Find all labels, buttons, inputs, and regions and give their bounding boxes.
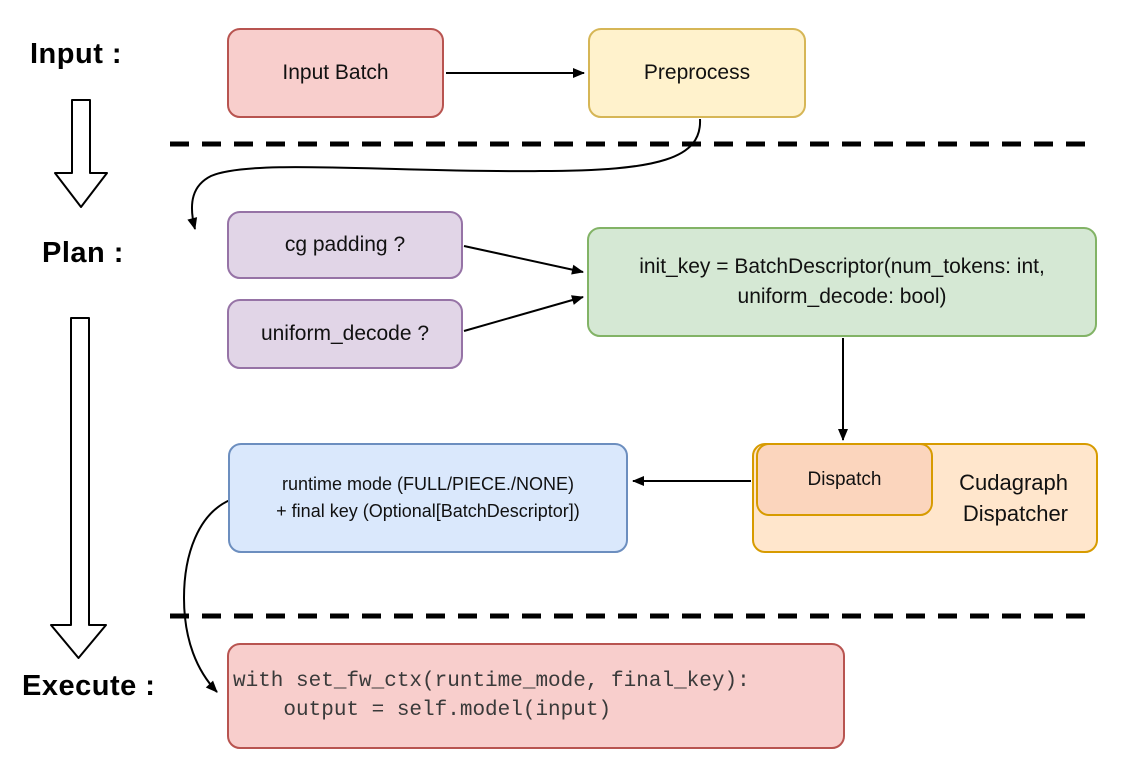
stage-arrow-input-to-plan bbox=[54, 99, 108, 208]
node-cudagraph-dispatcher-line1: Cudagraph bbox=[959, 470, 1068, 495]
stage-arrow-plan-to-execute bbox=[50, 317, 107, 659]
arrow-uniformdecode-to-initkey bbox=[463, 295, 584, 332]
node-execute-code-line2: output = self.model(input) bbox=[233, 699, 612, 722]
node-cg-padding-label: cg padding ? bbox=[284, 233, 406, 256]
node-init-key: init_key = BatchDescriptor(num_tokens: i… bbox=[587, 227, 1097, 337]
node-uniform-decode-label: uniform_decode ? bbox=[260, 322, 430, 345]
stage-label-input: Input : bbox=[30, 38, 123, 70]
node-runtime-mode-line2: + final key (Optional[BatchDescriptor]) bbox=[276, 501, 580, 521]
node-execute-code-line1: with set_fw_ctx(runtime_mode, final_key)… bbox=[233, 670, 750, 693]
node-input-batch: Input Batch bbox=[227, 28, 444, 118]
node-runtime-mode: runtime mode (FULL/PIECE./NONE) + final … bbox=[228, 443, 628, 553]
node-init-key-line1: init_key = BatchDescriptor(num_tokens: i… bbox=[639, 255, 1045, 278]
node-uniform-decode: uniform_decode ? bbox=[227, 299, 463, 369]
node-runtime-mode-line1: runtime mode (FULL/PIECE./NONE) bbox=[281, 474, 575, 494]
node-preprocess-label: Preprocess bbox=[643, 61, 751, 84]
arrow-runtimemode-to-executecode bbox=[182, 499, 231, 693]
node-dispatch-label: Dispatch bbox=[807, 468, 882, 490]
node-cudagraph-dispatcher-line2: Dispatcher bbox=[962, 501, 1068, 526]
arrow-cgpadding-to-initkey bbox=[463, 245, 584, 275]
arrow-preprocess-to-cgpadding bbox=[187, 118, 702, 230]
node-cg-padding: cg padding ? bbox=[227, 211, 463, 279]
node-preprocess: Preprocess bbox=[588, 28, 806, 118]
node-execute-code: with set_fw_ctx(runtime_mode, final_key)… bbox=[227, 643, 845, 749]
node-dispatch: Dispatch bbox=[756, 443, 933, 516]
node-input-batch-label: Input Batch bbox=[282, 61, 389, 84]
stage-label-plan: Plan : bbox=[42, 237, 124, 269]
stage-label-execute: Execute : bbox=[22, 670, 156, 702]
node-init-key-line2: uniform_decode: bool) bbox=[737, 285, 947, 308]
